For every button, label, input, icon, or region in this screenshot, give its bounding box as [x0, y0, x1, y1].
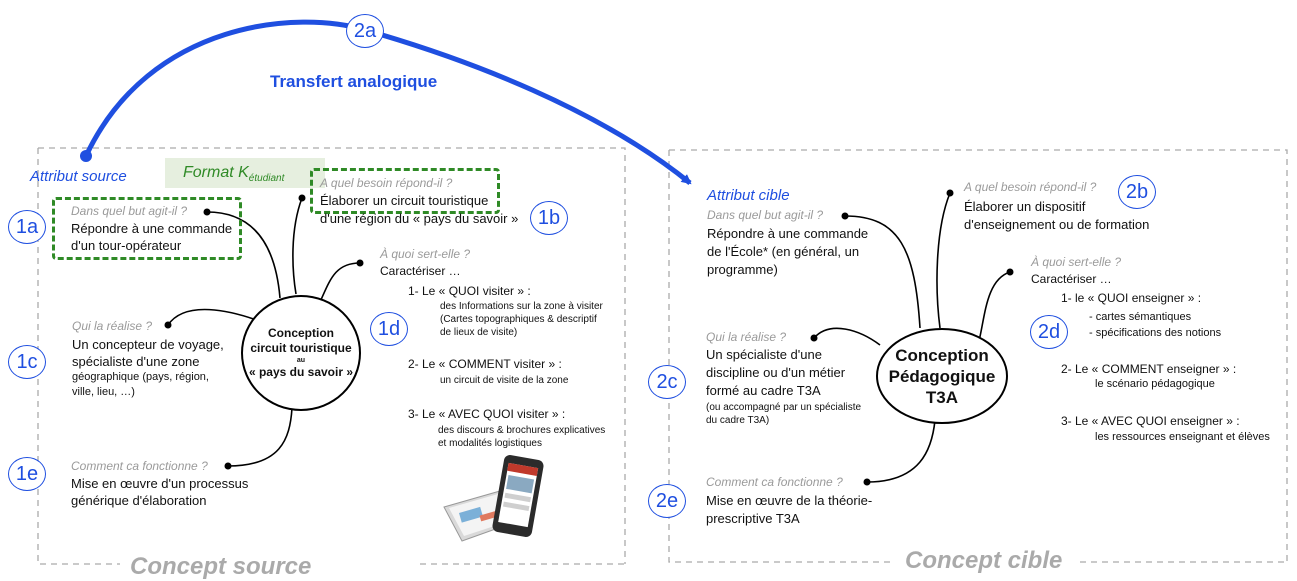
target-e-text1: Mise en œuvre de la théorie-: [706, 493, 873, 508]
badge-2e: 2e: [648, 484, 686, 518]
target-d-item2: 2- Le « COMMENT enseigner » :: [1061, 362, 1237, 376]
green-box-a: [52, 197, 242, 260]
source-d-item3-sub1: des discours & brochures explicatives: [438, 425, 606, 436]
target-c-small2: du cadre T3A): [706, 415, 770, 426]
target-a-text3: programme): [707, 262, 778, 277]
target-frame: [668, 149, 1288, 563]
target-c-text1: Un spécialiste d'une: [706, 347, 822, 362]
source-c-question: Qui la réalise ?: [72, 319, 153, 333]
source-frame: [37, 147, 626, 565]
target-ellipse-line1: Conception: [895, 345, 989, 365]
source-caption: Concept source: [120, 553, 322, 581]
source-d-item1-sub2: (Cartes topographiques & descriptif: [440, 314, 597, 325]
arc-start-dot: [80, 150, 92, 162]
badge-1b: 1b: [530, 201, 568, 235]
source-c-text1: Un concepteur de voyage,: [72, 337, 224, 352]
target-b-text1: Élaborer un dispositif: [964, 199, 1086, 214]
badge-1a: 1a: [8, 210, 46, 244]
target-a-text2: de l'École* (en général, un: [707, 244, 860, 259]
source-a-text1: Répondre à une commande: [71, 221, 233, 236]
target-e-question: Comment ca fonctionne ?: [706, 475, 843, 489]
target-b-question: A quel besoin répond-il ?: [964, 180, 1097, 194]
source-b-question: A quel besoin répond-il ?: [320, 176, 453, 190]
source-e-text2: générique d'élaboration: [71, 493, 207, 508]
source-b-text2: d'une région du « pays du savoir »: [320, 211, 519, 226]
source-d-item3: 3- Le « AVEC QUOI visiter » :: [408, 407, 566, 421]
target-d-item2-sub1: le scénario pédagogique: [1095, 378, 1215, 390]
target-a-question: Dans quel but agit-il ?: [707, 208, 824, 222]
target-d-item3-sub1: les ressources enseignant et élèves: [1095, 431, 1270, 443]
source-c-text2: spécialiste d'une zone: [72, 354, 200, 369]
source-a-question: Dans quel but agit-il ?: [71, 204, 188, 218]
source-concept-ellipse: Conception circuit touristique au « pays…: [241, 295, 361, 411]
format-text: Format K: [183, 164, 249, 181]
source-e-text1: Mise en œuvre d'un processus: [71, 476, 249, 491]
target-caption: Concept cible: [895, 547, 1073, 575]
target-ellipse-line2: Pédagogique: [888, 366, 996, 386]
source-c-text3: géographique (pays, région,: [72, 371, 209, 383]
target-attribute-label: Attribut cible: [707, 187, 790, 204]
target-concept-ellipse: Conception Pédagogique T3A: [876, 328, 1008, 424]
target-d-question: À quoi sert-elle ?: [1031, 255, 1122, 269]
transfer-label: Transfert analogique: [270, 72, 438, 91]
source-a-text2: d'un tour-opérateur: [71, 238, 182, 253]
format-label: Format Kétudiant: [165, 158, 325, 188]
target-c-small1: (ou accompagné par un spécialiste: [706, 402, 862, 413]
source-d-intro: Caractériser …: [380, 264, 461, 278]
source-e-question: Comment ca fonctionne ?: [71, 459, 208, 473]
badge-1c: 1c: [8, 345, 46, 379]
target-a-text1: Répondre à une commande: [707, 226, 869, 241]
badge-2b: 2b: [1118, 175, 1156, 209]
source-ellipse-line3: au: [296, 357, 306, 364]
source-d-question: À quoi sert-elle ?: [380, 247, 471, 261]
badge-1d: 1d: [370, 312, 408, 346]
format-subscript: étudiant: [248, 173, 285, 185]
source-ellipse-line1: Conception: [268, 326, 334, 340]
target-d-intro: Caractériser …: [1031, 272, 1112, 286]
target-e-text2: prescriptive T3A: [706, 511, 800, 526]
phone-icon: [492, 455, 544, 537]
source-d-item2-sub1: un circuit de visite de la zone: [440, 375, 569, 386]
source-d-item1-sub1: des Informations sur la zone à visiter: [440, 301, 603, 312]
target-d-item1-sub1: - cartes sémantiques: [1089, 311, 1192, 323]
target-c-question: Qui la réalise ?: [706, 330, 787, 344]
source-ellipse-line2: circuit touristique: [250, 341, 352, 355]
target-b-text2: d'enseignement ou de formation: [964, 217, 1150, 232]
source-attribute-label: Attribut source: [30, 168, 127, 185]
badge-2c: 2c: [648, 365, 686, 399]
target-d-item1: 1- le « QUOI enseigner » :: [1061, 291, 1202, 305]
target-c-text3: formé au cadre T3A: [706, 383, 821, 398]
source-b-text1: Élaborer un circuit touristique: [320, 193, 489, 208]
source-d-item1-sub3: de lieux de visite): [440, 327, 518, 338]
devices-image: [443, 455, 544, 542]
source-c-text4: ville, lieu, …): [72, 386, 135, 398]
badge-2d: 2d: [1030, 315, 1068, 349]
source-d-item1: 1- Le « QUOI visiter » :: [408, 284, 531, 298]
green-box-b: [310, 168, 500, 214]
badge-1e: 1e: [8, 457, 46, 491]
source-d-item2: 2- Le « COMMENT visiter » :: [408, 357, 562, 371]
source-ellipse-line4: « pays du savoir »: [248, 365, 354, 379]
target-c-text2: discipline ou d'un métier: [706, 365, 846, 380]
source-d-item3-sub2: et modalités logistiques: [438, 438, 542, 449]
badge-2a: 2a: [346, 14, 384, 48]
target-d-item3: 3- Le « AVEC QUOI enseigner » :: [1061, 414, 1240, 428]
target-ellipse-line3: T3A: [925, 387, 959, 407]
target-d-item1-sub2: - spécifications des notions: [1089, 327, 1222, 339]
